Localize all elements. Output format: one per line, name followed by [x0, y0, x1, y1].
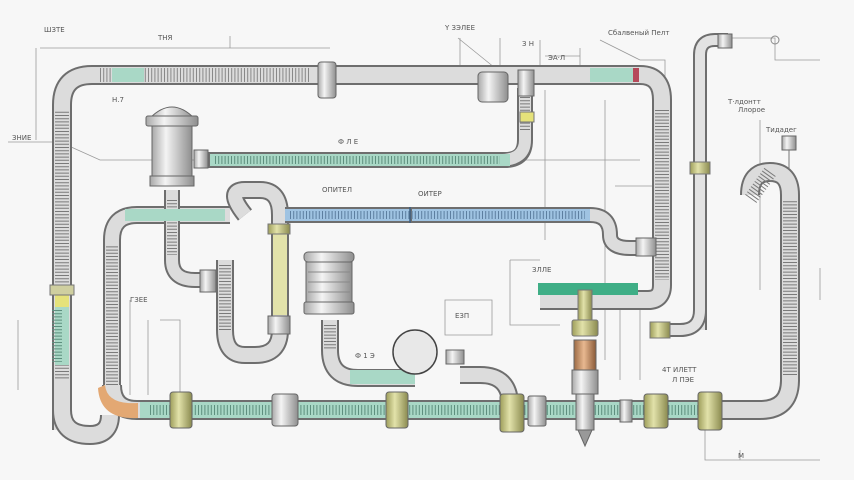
label-upper-pipe: Н.7: [112, 96, 124, 104]
blue-segment-b: [412, 209, 590, 221]
label-valve-3: ЭА·Л: [548, 54, 565, 62]
label-bottom-right-a: 4Т ИЛЕТТ: [662, 366, 697, 374]
flange-loop-bottom: [267, 315, 291, 335]
collar-right-riser: [689, 161, 711, 175]
tee-blue-right: [635, 237, 657, 257]
yellow-collar-riser: [519, 111, 535, 123]
vertical-stem-grey: [571, 369, 599, 395]
valve-top: [477, 71, 509, 103]
tee-top: [517, 69, 535, 97]
fittings: [49, 33, 797, 448]
label-dimension-bottom: М: [738, 452, 744, 460]
yellow-pipe-loop: [273, 230, 287, 315]
label-top-mid: ТНЯ: [157, 34, 173, 42]
vertical-stem-olive: [571, 319, 599, 337]
label-bottom-b: Ф 1 Э: [355, 352, 375, 360]
green-segment-top-right: [590, 68, 635, 82]
vertical-stem-green: [577, 289, 593, 321]
orange-elbow: [98, 385, 138, 419]
red-band: [633, 68, 639, 82]
labels: ШЗТЕ ТНЯ ЗНИЕ Н.7 Ф Л Е ОПИТЕЛ ОИТЕР Y З…: [12, 24, 797, 460]
label-bottom-right-b: Л ПЭЕ: [672, 376, 694, 384]
label-top-left: ШЗТЕ: [44, 26, 65, 34]
flange-loop-left: [199, 269, 217, 293]
valve-bottom-2: [271, 393, 299, 427]
flange-loop-top: [267, 223, 291, 235]
valve-bottom-4: [499, 393, 525, 433]
green-segment-elbow: [385, 370, 415, 384]
label-meter: ЕЗП: [455, 312, 469, 320]
valve-small-mid: [619, 399, 633, 423]
label-right-note-a: Т·лдонтт: [727, 98, 761, 106]
label-mid-b: ОИТЕР: [418, 190, 442, 198]
small-valve-tank: [445, 349, 465, 365]
vertical-stem-tip: [577, 429, 593, 448]
valve-bottom-7: [697, 391, 723, 431]
green-segment-mid-left: [125, 209, 225, 221]
green-segment-top-left: [112, 68, 144, 82]
right-gauge-head: [781, 135, 797, 151]
right-riser-cap: [717, 33, 733, 49]
valve-bottom-3: [385, 391, 409, 429]
dark-green-pipe: [538, 283, 638, 295]
label-right-note-c: Тидадег: [765, 126, 797, 134]
label-right-note-b: Ллорое: [738, 106, 765, 114]
pipe-network: [52, 33, 800, 445]
label-top-right: Сбалвеный Пелт: [608, 29, 669, 37]
label-box: ЗЛЛЕ: [532, 266, 551, 274]
vertical-stem-copper: [573, 339, 597, 371]
label-mid-a: ОПИТЕЛ: [322, 186, 352, 194]
round-tank: [392, 329, 438, 375]
yellow-band-left: [55, 295, 69, 307]
motor-unit: [303, 251, 355, 315]
valve-bottom-6: [643, 393, 669, 429]
label-valve-2: З Н: [522, 40, 534, 48]
valve-bottom-5: [527, 395, 547, 427]
label-left-side: ЗНИЕ: [12, 134, 31, 142]
label-valve-top: Y ЗЭЛЕЕ: [444, 24, 475, 32]
filter-tank: [145, 106, 209, 187]
label-filter: Ф Л Е: [338, 138, 358, 146]
colored-segments: [52, 68, 710, 419]
valve-bottom-1: [169, 391, 193, 429]
label-bottom-a: ГЗЕЕ: [130, 296, 148, 304]
left-stack-band: [49, 284, 75, 296]
leader-hook: [770, 35, 780, 45]
collar-right-bottom: [649, 321, 671, 339]
coupling-top: [317, 61, 337, 99]
